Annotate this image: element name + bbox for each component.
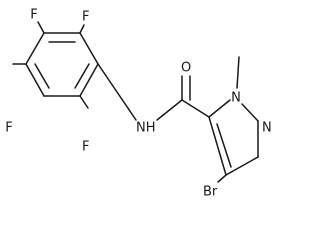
bond [208,116,227,176]
atom-label-nh: NH [136,121,156,136]
chemical-structure: F F F F O NH N N Br [5,8,271,200]
atom-label-f3: F [5,121,12,136]
bond [181,99,210,118]
bond [25,32,45,65]
bond [37,21,45,34]
bond [79,24,85,34]
bond [225,156,259,176]
bond [217,174,227,183]
bond [79,95,89,109]
bond [79,63,99,97]
atom-labels: F F F F O NH N N Br [5,8,271,200]
atom-label-f2: F [30,8,37,23]
bond [216,123,232,168]
bond [208,99,231,118]
atom-label-n1: N [231,91,241,106]
atom-label-f4: F [82,140,89,155]
bond [79,32,99,65]
atom-label-n2: N [262,121,272,136]
bond [25,63,45,97]
bond [97,63,137,121]
bond-lines [12,21,259,183]
atom-label-f1: F [82,10,89,25]
bond [74,63,90,89]
bond [236,56,240,89]
bond [241,103,259,122]
bond [34,63,50,89]
atom-label-o: O [181,61,191,76]
bond [156,99,183,121]
atom-label-br: Br [203,185,218,200]
